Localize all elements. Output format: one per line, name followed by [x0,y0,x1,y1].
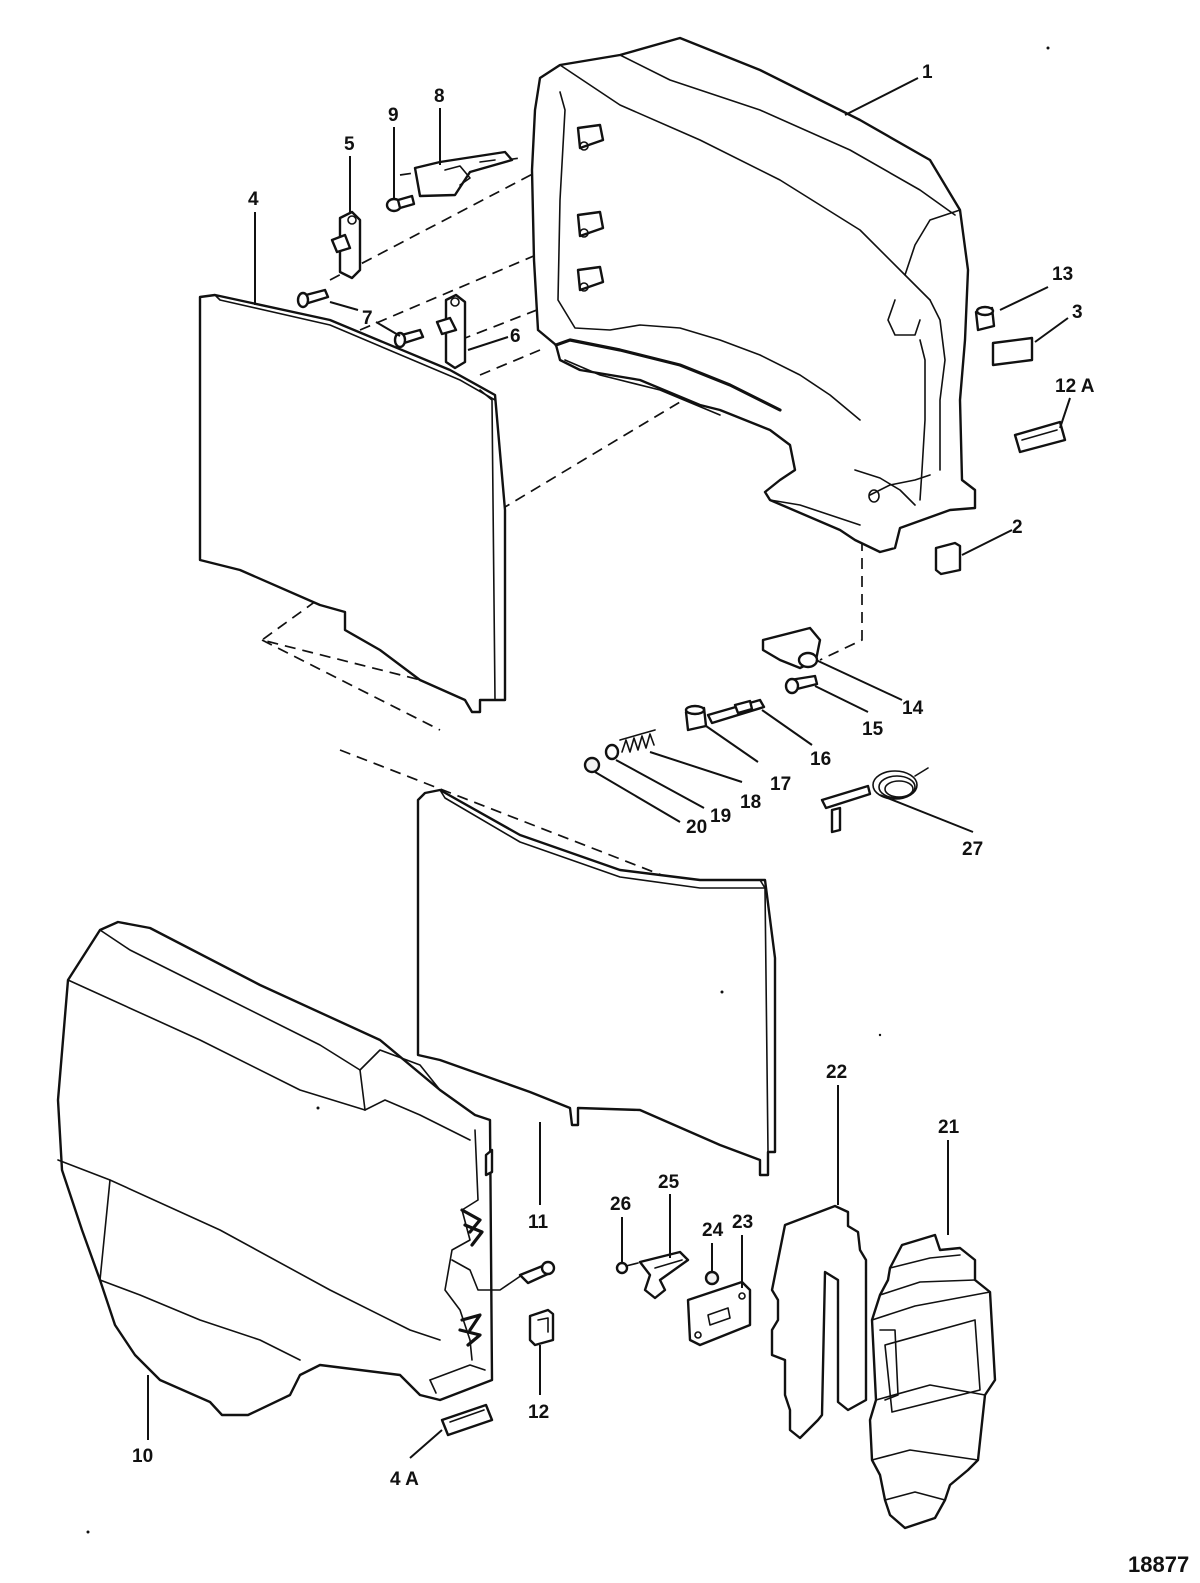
plate-23 [686,1280,752,1347]
lower-panel-11 [416,788,777,1177]
clip-25 [638,1250,690,1300]
top-cowl [530,36,977,554]
callout-26: 26 [610,1194,631,1215]
screw-26 [615,1261,639,1275]
callout-4a: 4 A [390,1469,419,1490]
callout-22: 22 [826,1062,847,1083]
scan-specks [86,46,1050,1534]
callout-3: 3 [1072,302,1083,323]
callout-13: 13 [1052,264,1073,285]
upper-panel-4 [198,293,507,714]
shaft-16 [706,698,766,725]
callout-23: 23 [732,1212,753,1233]
screw-24 [704,1270,720,1286]
callout-21: 21 [938,1117,960,1138]
hinge-plate-8 [413,150,514,198]
seal-strip-4a [440,1403,494,1437]
gasket-22 [770,1204,868,1440]
bushing-17 [684,704,708,732]
spring-18 [619,729,656,753]
callout-19: 19 [710,806,731,827]
latch-bracket-6 [435,293,467,370]
leader-lines [147,77,1071,1459]
washer-19 [604,743,620,761]
callout-7: 7 [362,308,373,329]
callout-12a: 12 A [1055,376,1095,397]
seal-strip-12a [1013,420,1067,454]
callout-12: 12 [528,1402,549,1423]
callout-6: 6 [510,326,521,347]
callout-4: 4 [248,189,259,210]
screw-15 [784,674,819,695]
drawing-number: 18877 [1128,1552,1189,1577]
back-plate-21 [868,1233,997,1530]
callout-labels: 1 2 3 4 4 A 5 6 7 8 9 10 11 12 12 A 13 1… [132,62,1095,1490]
callout-8: 8 [434,86,445,107]
callout-24: 24 [702,1220,724,1241]
callout-18: 18 [740,792,761,813]
callout-25: 25 [658,1172,680,1193]
nut-20 [583,756,601,774]
callout-1: 1 [922,62,933,83]
screw-9 [385,194,416,213]
pad-3 [991,336,1034,367]
callout-15: 15 [862,719,884,740]
callout-20: 20 [686,817,707,838]
callout-16: 16 [810,749,831,770]
latch-handle-14 [761,626,822,670]
callout-27: 27 [962,839,983,860]
callout-10: 10 [132,1446,153,1467]
callout-9: 9 [388,105,399,126]
cable-27 [820,767,929,834]
latch-bracket-5 [330,210,362,280]
bumper-13 [974,305,996,332]
lower-cowl-10 [56,920,556,1417]
callout-17: 17 [770,774,791,795]
block-2 [934,541,962,576]
callout-5: 5 [344,134,355,155]
block-12 [528,1308,555,1347]
screws-7 [296,288,425,349]
callout-2: 2 [1012,517,1023,538]
callout-11: 11 [528,1212,549,1233]
callout-14: 14 [902,698,924,719]
